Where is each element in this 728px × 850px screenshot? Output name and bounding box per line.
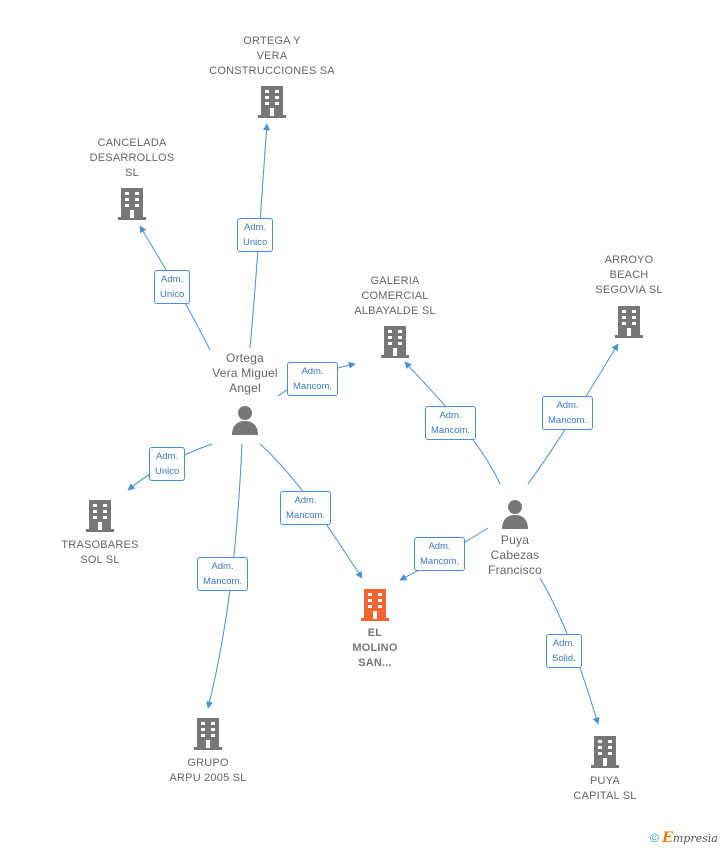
- edge-label-galeria-ortega[interactable]: Adm. Mancom.: [287, 362, 339, 396]
- node-label: CANCELADA DESARROLLOS SL: [89, 137, 175, 179]
- edge-label-galeria-puya[interactable]: Adm. Mancom.: [425, 406, 477, 440]
- node-label: Puya Cabezas Francisco: [488, 533, 542, 577]
- building-icon: [118, 188, 146, 220]
- building-icon: [86, 500, 114, 532]
- copyright-icon: ©: [650, 831, 659, 845]
- edge-label-molino-ortega[interactable]: Adm. Mancom.: [280, 491, 332, 525]
- edge-label-grupo-arpu[interactable]: Adm. Mancom.: [197, 557, 249, 591]
- node-label: ARROYO BEACH SEGOVIA SL: [595, 254, 663, 296]
- edge-label-arroyo[interactable]: Adm. Mancom.: [542, 396, 594, 430]
- node-label: TRASOBARES SOL SL: [61, 539, 139, 566]
- edge-label-cancelada[interactable]: Adm. Unico: [154, 270, 191, 304]
- person-icon: [502, 500, 528, 529]
- brand-logo: Empresia: [662, 830, 718, 846]
- building-icon: [591, 736, 619, 768]
- edge-label-puya-capital[interactable]: Adm. Solid.: [546, 634, 582, 668]
- node-label: EL MOLINO SAN...: [352, 627, 398, 669]
- building-icon: [194, 718, 222, 750]
- building-icon: [361, 589, 389, 621]
- edge-label-ortega-vera[interactable]: Adm. Unico: [237, 218, 274, 252]
- brand-footer: © Empresia: [650, 830, 718, 846]
- edge-label-trasobares[interactable]: Adm. Unico: [149, 447, 186, 481]
- building-icon: [258, 86, 286, 118]
- node-label: Ortega Vera Miguel Angel: [212, 351, 278, 395]
- edge-label-molino-puya[interactable]: Adm. Mancom.: [414, 537, 466, 571]
- person-icon: [232, 406, 258, 435]
- node-label: ORTEGA Y VERA CONSTRUCCIONES SA: [209, 35, 335, 77]
- building-icon: [615, 306, 643, 338]
- node-label: PUYA CAPITAL SL: [573, 775, 637, 802]
- building-icon: [381, 326, 409, 358]
- node-label: GRUPO ARPU 2005 SL: [169, 757, 247, 784]
- node-label: GALERIA COMERCIAL ALBAYALDE SL: [354, 275, 436, 317]
